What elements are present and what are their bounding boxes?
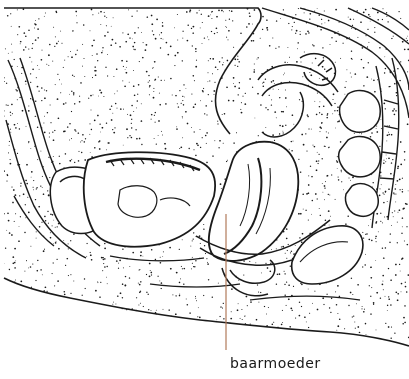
bladder	[84, 152, 215, 246]
body-outline	[4, 8, 261, 134]
lower-body-outline	[4, 278, 409, 346]
uterus	[209, 142, 299, 261]
ovary-and-tube	[258, 54, 338, 137]
uterus-label: baarmoeder	[230, 356, 321, 372]
colon-loops	[339, 90, 380, 216]
